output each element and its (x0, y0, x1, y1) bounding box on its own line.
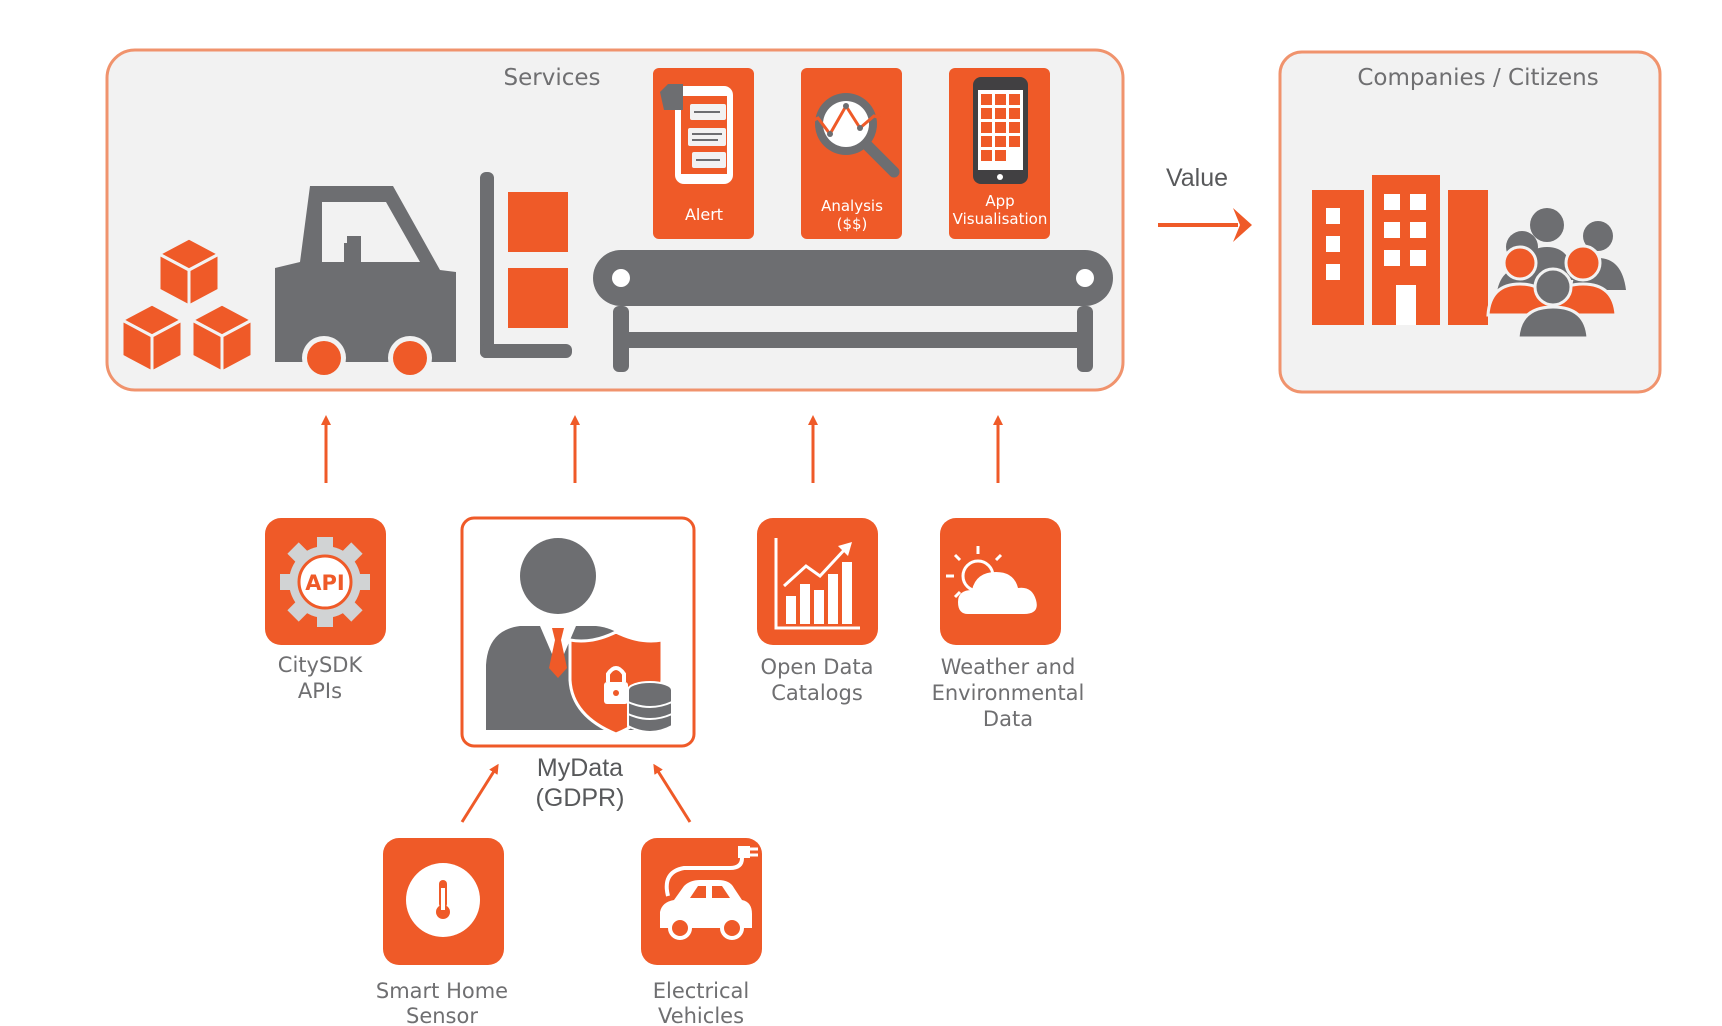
thermometer-icon (406, 863, 480, 937)
opendata-label-2: Catalogs (771, 681, 863, 705)
service-card-analysis-label-2: ($$) (837, 215, 868, 233)
companies-title: Companies / Citizens (1357, 65, 1598, 91)
ev-label-1: Electrical (653, 979, 750, 1003)
source-opendata[interactable]: Open Data Catalogs (757, 518, 878, 705)
api-badge-text: API (305, 571, 344, 595)
api-gear-icon: API (280, 537, 370, 627)
arrow-ev-to-mydata (653, 763, 692, 823)
cubes-icon (120, 236, 254, 374)
mydata-label-2: (GDPR) (536, 784, 625, 812)
conveyor-icon (593, 250, 1113, 372)
value-arrow: Value (1158, 164, 1252, 242)
service-card-alert[interactable]: Alert (653, 68, 754, 239)
source-mydata[interactable]: MyData (GDPR) (460, 516, 696, 812)
user-shield-database-icon (486, 538, 673, 736)
sun-cloud-icon (946, 546, 1037, 614)
services-title: Services (504, 65, 601, 91)
service-card-analysis[interactable]: Analysis ($$) (801, 68, 902, 239)
buildings-icon (1312, 175, 1488, 325)
weather-label-3: Data (983, 707, 1033, 731)
service-card-app-label-2: Visualisation (953, 210, 1048, 228)
smarthome-label-1: Smart Home (376, 979, 508, 1003)
source-ev[interactable]: Electrical Vehicles (641, 838, 762, 1026)
flow-arrows (321, 415, 1003, 823)
source-weather[interactable]: Weather and Environmental Data (932, 518, 1085, 731)
weather-label-2: Environmental (932, 681, 1085, 705)
opendata-label-1: Open Data (761, 655, 874, 679)
value-label: Value (1166, 164, 1228, 192)
service-card-app-label-1: App (985, 192, 1014, 210)
citysdk-label-2: APIs (298, 679, 342, 703)
phone-chat-icon (660, 84, 733, 184)
phone-grid-icon (973, 77, 1028, 184)
electric-car-icon (660, 846, 758, 940)
people-group-icon (1486, 208, 1626, 340)
magnifier-chart-icon (805, 93, 900, 178)
smarthome-label-2: Sensor (406, 1004, 478, 1026)
source-citysdk[interactable]: API CitySDK APIs (265, 518, 386, 703)
forklift-icon (275, 172, 572, 380)
arrow-smarthome-to-mydata (460, 763, 499, 823)
source-smarthome[interactable]: Smart Home Sensor (376, 838, 508, 1026)
service-card-analysis-label-1: Analysis (821, 197, 883, 215)
mydata-label-1: MyData (537, 754, 623, 782)
service-card-alert-label: Alert (685, 205, 723, 224)
weather-label-1: Weather and (941, 655, 1076, 679)
growth-chart-icon (774, 538, 860, 630)
service-card-app[interactable]: App Visualisation (949, 68, 1050, 239)
citysdk-label-1: CitySDK (278, 653, 364, 677)
ev-label-2: Vehicles (658, 1004, 744, 1026)
